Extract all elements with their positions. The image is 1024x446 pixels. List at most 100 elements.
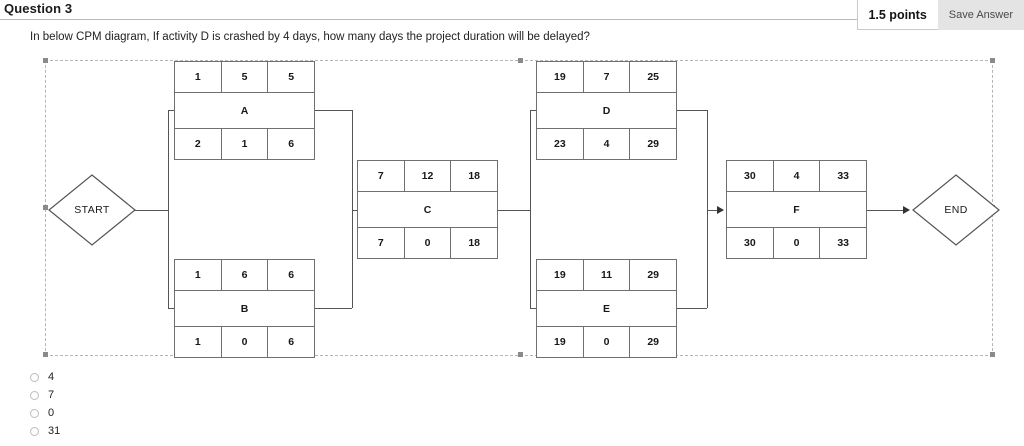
node-d-label: D (602, 104, 611, 117)
node-b-bottom-row: 1 0 6 (175, 326, 314, 357)
activity-node-b[interactable]: 1 6 6 B 1 0 6 (174, 259, 315, 358)
end-node[interactable]: END (911, 173, 1001, 247)
radio-icon-3[interactable] (30, 408, 39, 418)
resize-handle-top-right[interactable] (990, 58, 995, 63)
node-a-mid-row: A (175, 93, 314, 128)
node-b-label: B (240, 302, 249, 315)
edge-merge-ab (352, 110, 353, 308)
node-c-lf: 18 (468, 237, 481, 249)
node-d-es: 19 (537, 62, 584, 92)
node-e-bottom-row: 19 0 29 (537, 326, 676, 357)
node-b-ef: 6 (288, 269, 295, 281)
resize-handle-bottom-middle[interactable] (518, 352, 523, 357)
header-divider (0, 19, 1024, 20)
activity-node-a[interactable]: 1 5 5 A 2 1 6 (174, 61, 315, 160)
node-c-duration: 12 (405, 161, 452, 191)
node-e-es: 19 (537, 260, 584, 290)
node-e-float: 0 (584, 327, 631, 357)
edge-a-out (315, 110, 352, 111)
node-e-mid-row: E (537, 291, 676, 326)
radio-icon-4[interactable] (30, 426, 39, 436)
activity-node-f[interactable]: 30 4 33 F 30 0 33 (726, 160, 867, 259)
cpm-diagram[interactable]: START 1 5 5 A 2 1 6 1 6 6 B (43, 58, 1000, 358)
node-e-ef: 29 (647, 269, 660, 281)
option-row-1[interactable]: 4 (30, 368, 330, 386)
node-c-label: C (423, 203, 432, 216)
activity-node-d[interactable]: 19 7 25 D 23 4 29 (536, 61, 677, 160)
save-answer-button[interactable]: Save Answer (937, 0, 1024, 30)
node-c-mid-row: C (358, 192, 497, 227)
node-a-ef: 5 (288, 71, 295, 83)
node-a-bottom-row: 2 1 6 (175, 128, 314, 159)
node-d-ls: 23 (537, 129, 584, 159)
points-label: 1.5 points (868, 7, 927, 22)
node-f-top-row: 30 4 33 (727, 161, 866, 192)
edge-start-up (168, 110, 169, 211)
edge-c-up (530, 110, 531, 211)
resize-handle-middle-left[interactable] (43, 205, 48, 210)
node-d-lf: 29 (647, 138, 660, 150)
node-e-duration: 11 (584, 260, 631, 290)
node-c-ef: 18 (468, 170, 481, 182)
arrowhead-to-f (717, 206, 724, 214)
edge-start-out (135, 210, 168, 211)
node-b-lf: 6 (288, 336, 295, 348)
resize-handle-top-left[interactable] (43, 58, 48, 63)
node-a-es: 1 (175, 62, 222, 92)
node-f-float: 0 (774, 228, 821, 258)
node-f-ef: 33 (837, 170, 850, 182)
start-node[interactable]: START (47, 173, 137, 247)
points-container: 1.5 points Save Answer (857, 0, 1024, 30)
node-e-lf: 29 (647, 336, 660, 348)
node-e-top-row: 19 11 29 (537, 260, 676, 291)
radio-icon-2[interactable] (30, 390, 39, 400)
radio-icon-1[interactable] (30, 372, 39, 382)
node-d-mid-row: D (537, 93, 676, 128)
node-c-top-row: 7 12 18 (358, 161, 497, 192)
edge-d-out (677, 110, 707, 111)
node-f-es: 30 (727, 161, 774, 191)
node-d-ef: 25 (647, 71, 660, 83)
node-a-top-row: 1 5 5 (175, 62, 314, 93)
node-c-float: 0 (405, 228, 452, 258)
activity-node-c[interactable]: 7 12 18 C 7 0 18 (357, 160, 498, 259)
node-a-duration: 5 (222, 62, 269, 92)
option-label-1: 4 (48, 371, 55, 383)
node-c-bottom-row: 7 0 18 (358, 227, 497, 258)
answer-options: 4 7 0 31 (30, 368, 330, 440)
start-diamond-shape (48, 174, 136, 246)
node-a-ls: 2 (175, 129, 222, 159)
node-c-ls: 7 (358, 228, 405, 258)
edge-c-out (498, 210, 530, 211)
edge-c-down (530, 210, 531, 308)
node-a-float: 1 (222, 129, 269, 159)
option-row-3[interactable]: 0 (30, 404, 330, 422)
node-e-label: E (602, 302, 610, 315)
resize-handle-top-middle[interactable] (518, 58, 523, 63)
node-c-es: 7 (358, 161, 405, 191)
node-f-duration: 4 (774, 161, 821, 191)
activity-node-e[interactable]: 19 11 29 E 19 0 29 (536, 259, 677, 358)
node-f-label: F (793, 203, 800, 216)
node-f-mid-row: F (727, 192, 866, 227)
resize-handle-bottom-right[interactable] (990, 352, 995, 357)
node-b-duration: 6 (222, 260, 269, 290)
node-b-float: 0 (222, 327, 269, 357)
node-d-bottom-row: 23 4 29 (537, 128, 676, 159)
edge-b-out (315, 308, 352, 309)
resize-handle-bottom-left[interactable] (43, 352, 48, 357)
start-label: START (74, 204, 110, 216)
end-diamond-shape (912, 174, 1000, 246)
node-a-label: A (240, 104, 249, 117)
edge-to-f (707, 210, 723, 211)
question-header: Question 3 1.5 points Save Answer (0, 0, 1024, 30)
node-f-bottom-row: 30 0 33 (727, 227, 866, 258)
option-row-2[interactable]: 7 (30, 386, 330, 404)
edge-start-down (168, 210, 169, 308)
node-d-top-row: 19 7 25 (537, 62, 676, 93)
option-row-4[interactable]: 31 (30, 422, 330, 440)
page-title: Question 3 (4, 1, 73, 16)
node-d-float: 4 (584, 129, 631, 159)
node-b-top-row: 1 6 6 (175, 260, 314, 291)
node-b-mid-row: B (175, 291, 314, 326)
